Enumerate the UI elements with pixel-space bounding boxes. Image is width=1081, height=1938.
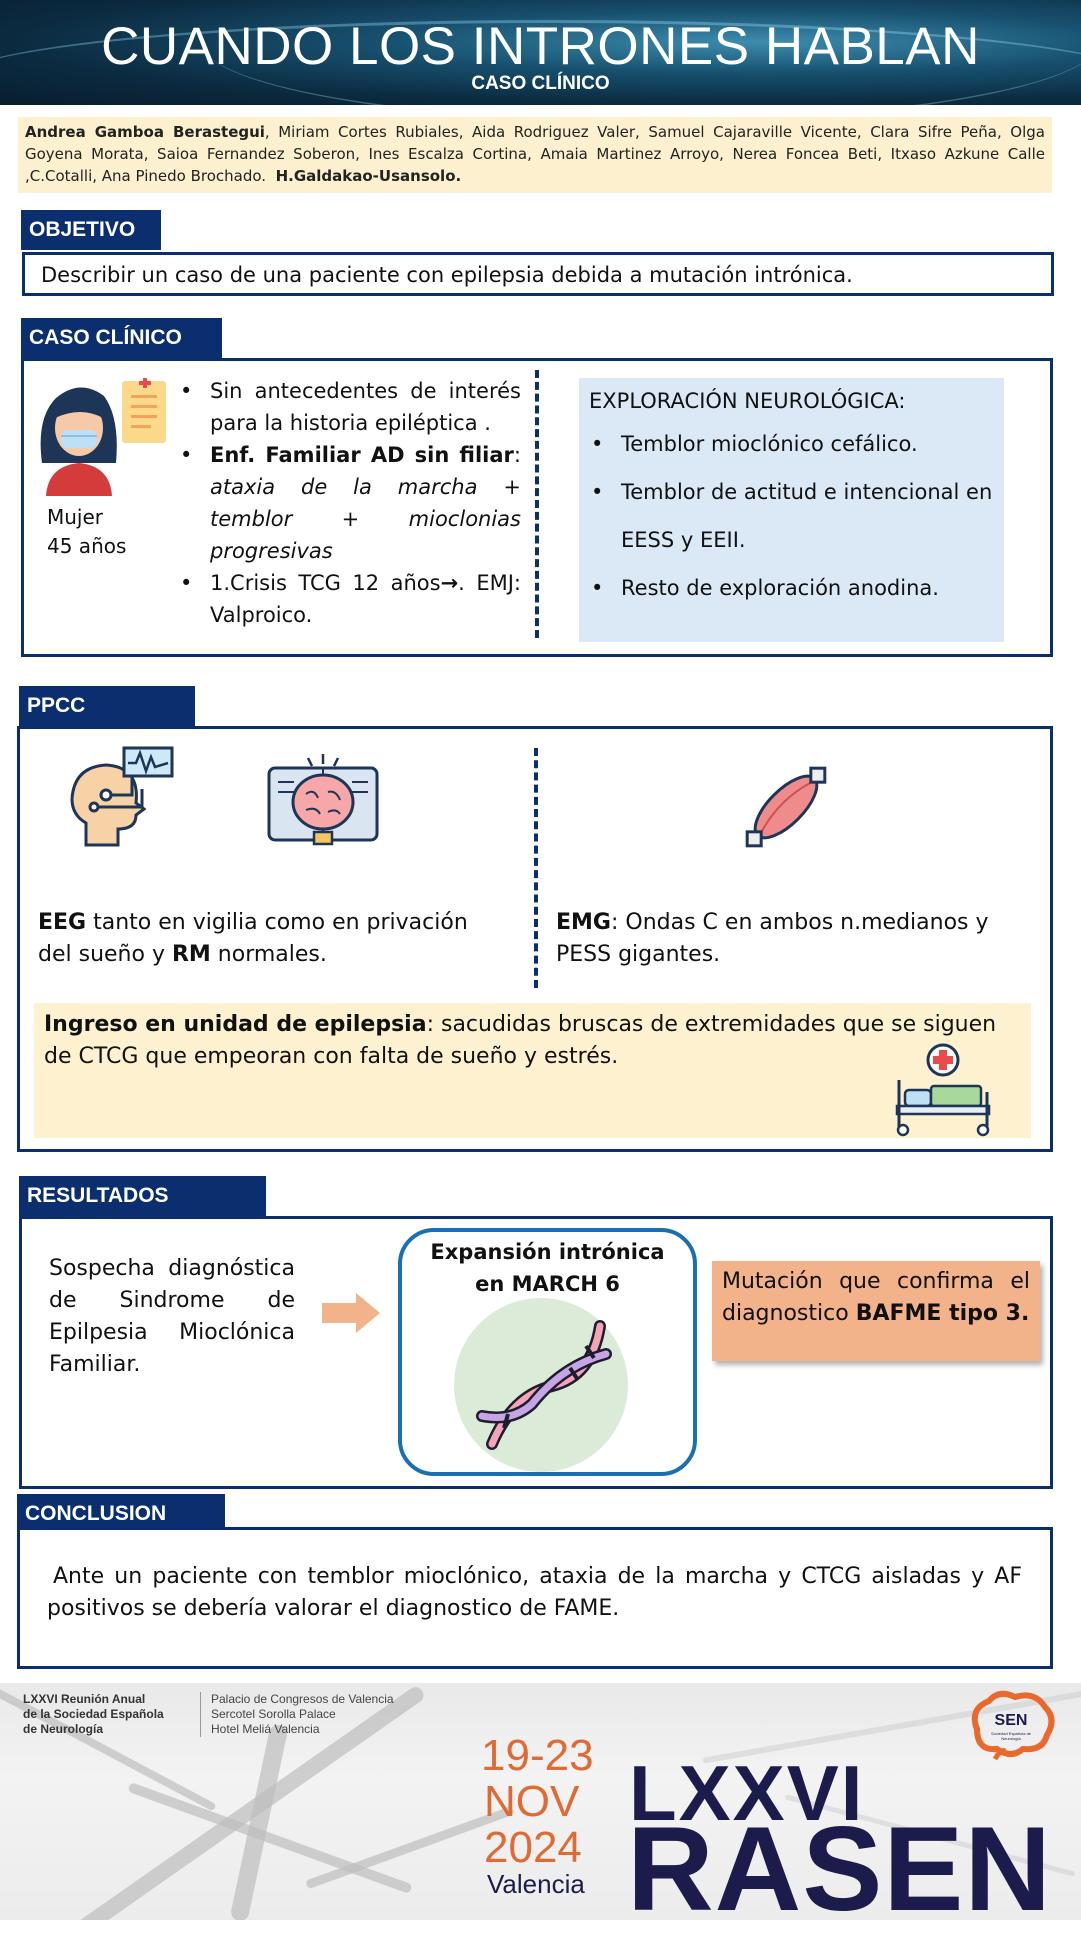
caso-bullet-crisis: 1.Crisis TCG 12 años→. EMJ: Valproico. [178,567,521,631]
conclusion-text: Ante un paciente con temblor mioclónico,… [47,1564,1022,1621]
footer-banner [0,1683,1081,1920]
conclusion-box [17,1527,1053,1669]
resultados-heading: RESULTADOS [19,1176,266,1216]
patient-sex: Mujer [47,505,104,529]
exploracion-item: Resto de exploración anodina. [589,564,994,612]
exploracion-item: Temblor de actitud e intencional en EESS… [589,468,994,564]
poster-title: CUANDO LOS INTRONES HABLAN [101,17,980,76]
eeg-rm-text: EEG tanto en vigilia como en privación d… [38,910,468,967]
footer-year: 2024 [484,1823,582,1872]
ppcc-divider [534,748,538,988]
event-name: RASEN [627,1802,1053,1936]
footer-city: Valencia [487,1869,585,1899]
caso-bullets: Sin antecedentes de interés para la hist… [178,375,521,631]
patient-age: 45 años [47,534,127,558]
dna-icon [454,1298,628,1472]
mutacion-text: Mutación que confirma el diagnostico [722,1269,1030,1326]
ppcc-heading: PPCC [19,686,195,726]
other-authors: , Miriam Cortes Rubiales, Aida Rodriguez… [25,123,1045,185]
footer-dates: 19-23 [481,1731,594,1780]
muscle-icon [745,766,827,848]
arrow-right-icon: → [440,571,459,595]
exploracion-list: Temblor mioclónico cefálico. Temblor de … [589,420,994,612]
exploracion-item: Temblor mioclónico cefálico. [589,420,994,468]
hospital-name: H.Galdakao-Usansolo. [275,167,462,185]
brain-book-icon [267,754,379,846]
ingreso-panel: Ingreso en unidad de epilepsia: sacudida… [34,1003,1031,1138]
patient-info: Mujer 45 años [47,503,126,561]
caso-bullet-antecedentes: Sin antecedentes de interés para la hist… [178,375,521,439]
objetivo-text: Describir un caso de una paciente con ep… [22,252,1054,296]
emg-text: EMG: Ondas C en ambos n.medianos y PESS … [556,910,989,967]
first-author: Andrea Gamboa Berastegui [25,123,265,141]
caso-bullet-familiar: Enf. Familiar AD sin filiar: ataxia de l… [178,439,521,567]
sen-logo: SEN Sociedad Española de Neurología [965,1689,1057,1763]
patient-woman-icon [40,378,166,496]
mutacion-bafme: BAFME tipo 3. [855,1301,1030,1326]
arrow-right-icon [322,1293,380,1333]
exploracion-title: EXPLORACIÓN NEUROLÓGICA: [589,389,906,413]
mutacion-panel: Mutación que confirma el diagnostico BAF… [712,1261,1040,1361]
caso-heading: CASO CLÍNICO [21,318,222,358]
exploracion-panel: EXPLORACIÓN NEUROLÓGICA: Temblor mioclón… [579,378,1004,642]
objetivo-heading: OBJETIVO [21,210,161,250]
event-number: LXXVI [629,1749,865,1837]
hospital-bed-icon [895,1043,991,1137]
footer-month: NOV [484,1777,580,1826]
caso-divider [535,370,539,638]
header-banner [0,0,1081,105]
poster-subtitle: CASO CLÍNICO [471,73,610,94]
brain-eeg-icon [70,746,174,847]
ingreso-text: : sacudidas bruscas de extremidades que … [44,1012,997,1069]
sospecha-text: Sospecha diagnóstica de Sindrome de Epil… [49,1256,295,1377]
ingreso-bold: Ingreso en unidad de epilepsia [44,1012,427,1037]
expansion-text: Expansión intrónica en MARCH 6 [430,1240,665,1296]
sen-brain-logo-icon [971,1690,1055,1761]
authors-block: Andrea Gamboa Berastegui, Miriam Cortes … [18,117,1052,193]
